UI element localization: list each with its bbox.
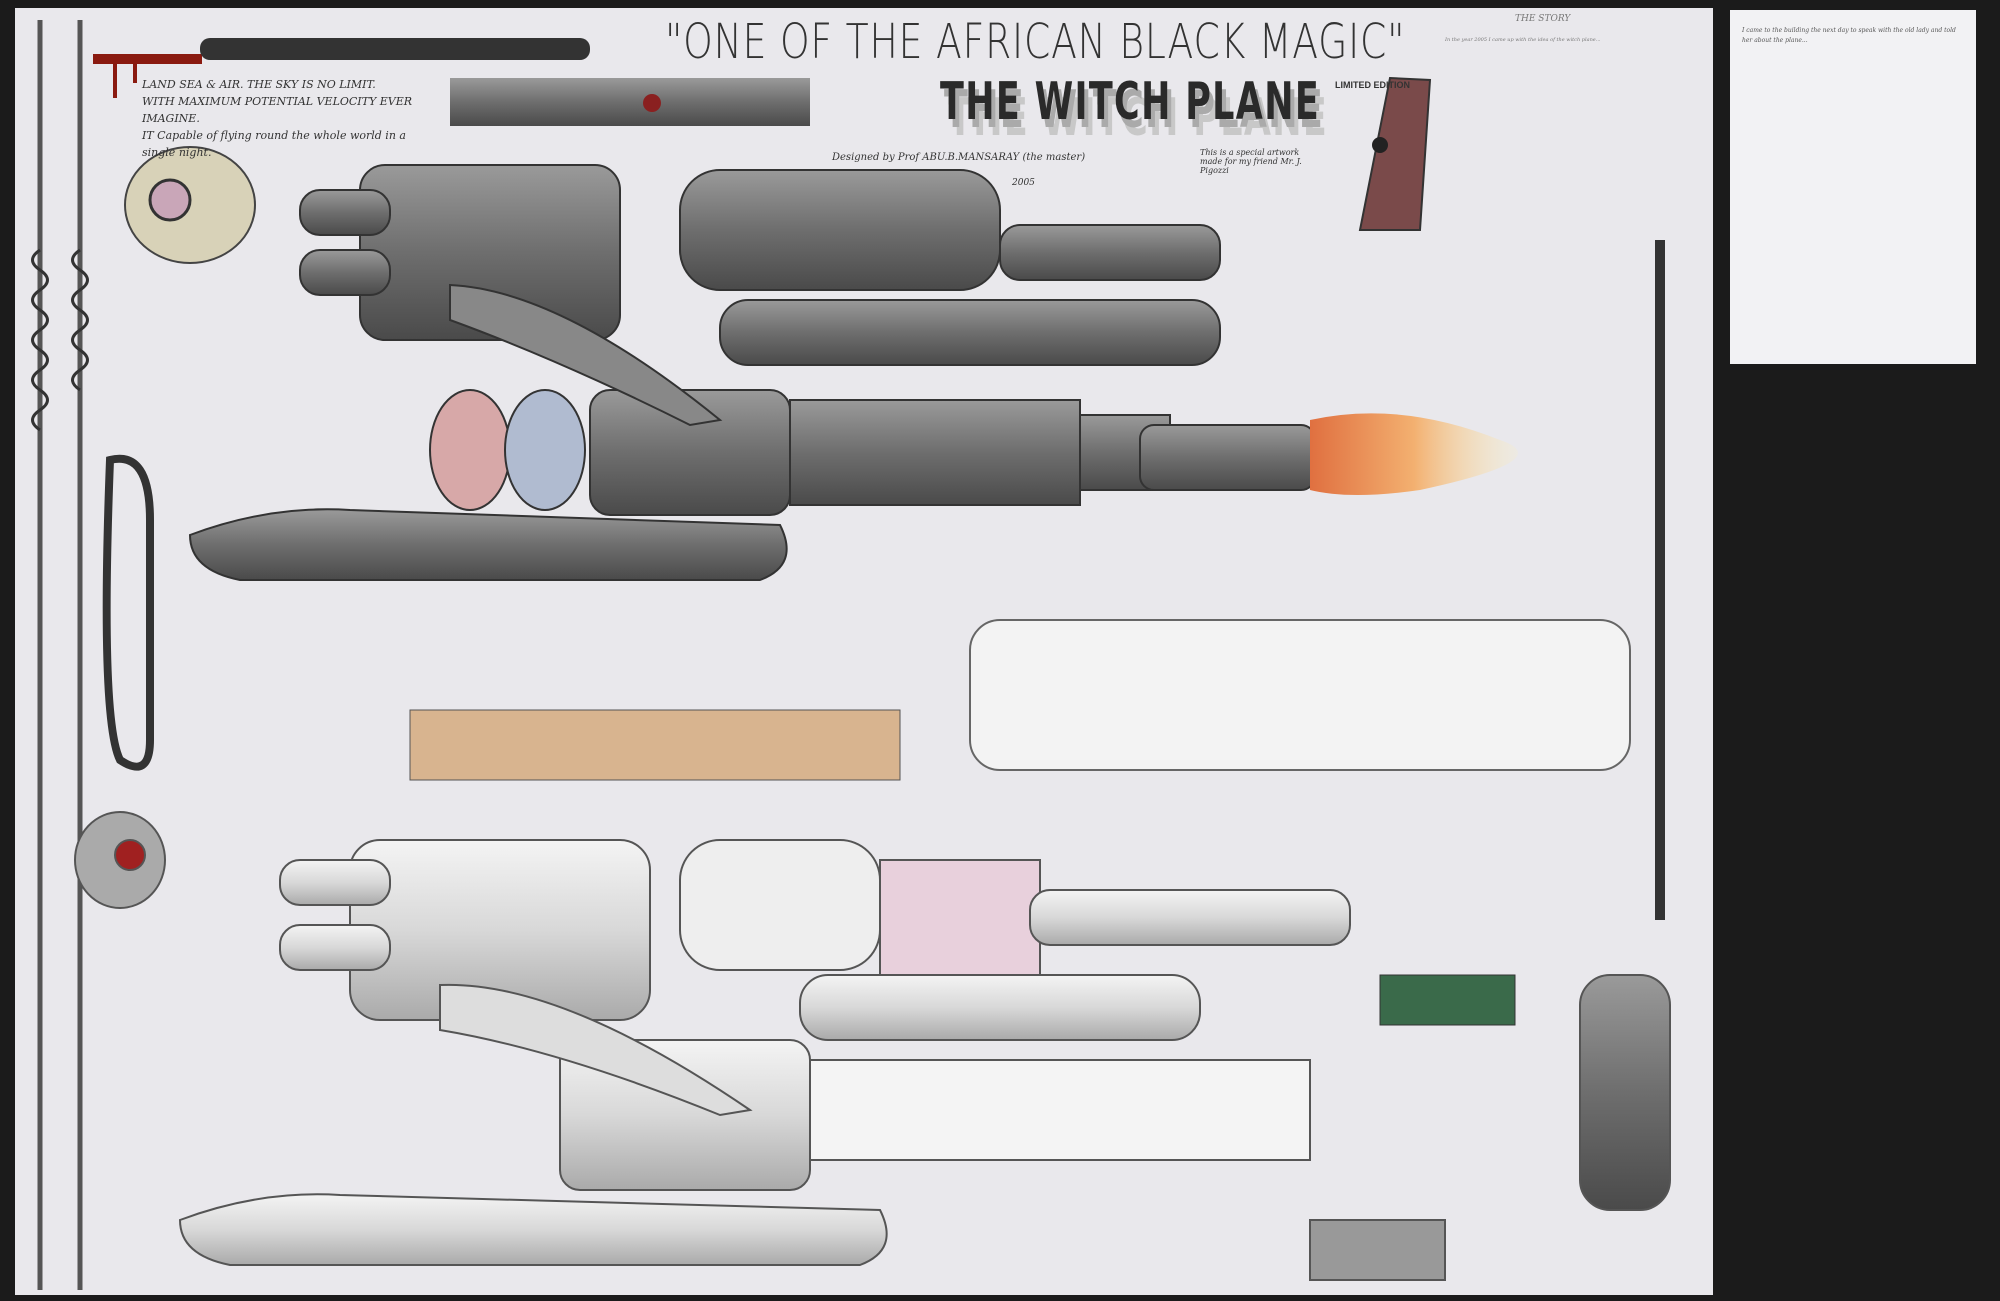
- lower-plane: [74, 811, 1671, 1281]
- drive-belt: [102, 454, 154, 771]
- dedication: This is a special artwork made for my fr…: [1200, 148, 1302, 175]
- circuit-board: [1379, 974, 1516, 1026]
- tail-roundel: [1372, 137, 1388, 153]
- upper-plane: [188, 164, 1316, 581]
- tagline-line: IT Capable of flying round the whole wor…: [142, 129, 406, 159]
- note-text: I came to the building the next day to s…: [1742, 27, 1956, 44]
- artwork-title: "ONE OF THE AFRICAN BLACK MAGIC": [665, 14, 1406, 70]
- skull-eye: [148, 178, 192, 222]
- tagline-line: WITH MAXIMUM POTENTIAL VELOCITY EVER IMA…: [142, 95, 413, 125]
- artwork-subtitle: THE WITCH PLANE: [940, 72, 1321, 132]
- tagline: LAND SEA & AIR. THE SKY IS NO LIMIT. WIT…: [142, 76, 442, 161]
- upper-beam: [450, 78, 810, 126]
- piston-assembly: [969, 619, 1631, 771]
- edition-label: LIMITED EDITION: [1335, 80, 1410, 90]
- jet-flame: [1310, 413, 1518, 495]
- story-note-paper: [1730, 10, 1976, 364]
- top-rail: [200, 38, 590, 60]
- fold-plates: [409, 709, 901, 781]
- coil-springs: [31, 248, 89, 432]
- red-light: [643, 94, 661, 112]
- tagline-line: LAND SEA & AIR. THE SKY IS NO LIMIT.: [142, 78, 376, 91]
- year: 2005: [1012, 178, 1035, 188]
- designer-credit: Designed by Prof ABU.B.MANSARAY (the mas…: [832, 152, 1086, 163]
- left-pipes: [37, 20, 83, 1290]
- story-label: THE STORY: [1515, 14, 1571, 24]
- story-text: In the year 2005 I came up with the idea…: [1445, 37, 1601, 43]
- tail-fin: [1358, 76, 1432, 231]
- blood-drip: [93, 54, 202, 98]
